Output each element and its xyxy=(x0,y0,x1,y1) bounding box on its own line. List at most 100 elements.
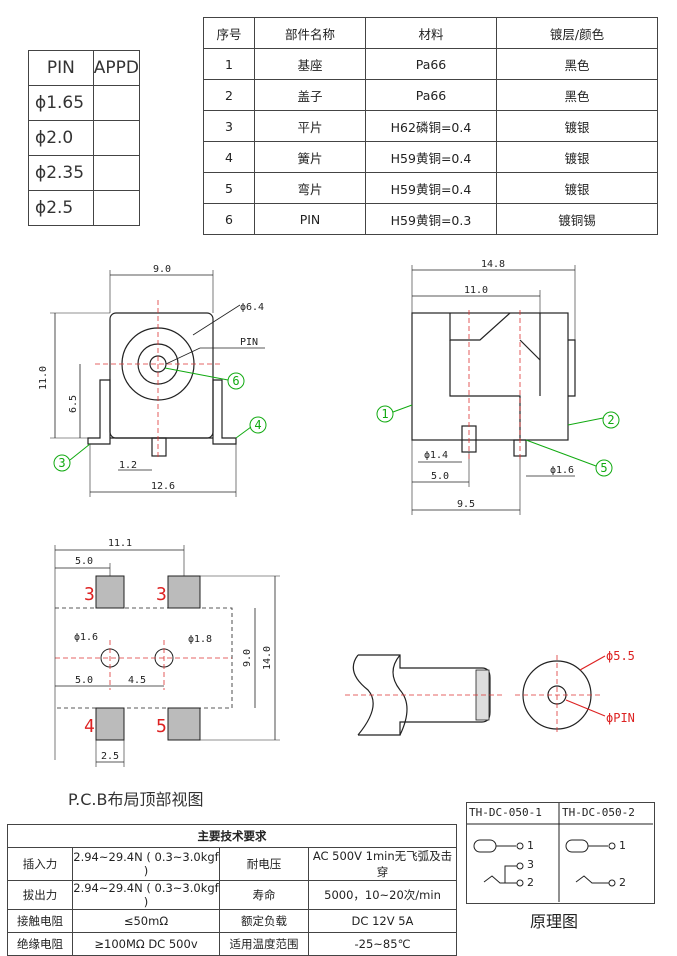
cell: 额定负载 xyxy=(219,909,309,933)
dim-side-a: 5.0 xyxy=(431,471,449,482)
dim-front-pin: 1.2 xyxy=(119,460,137,471)
callout-6 xyxy=(227,372,245,390)
pad-label-3b: 3 xyxy=(156,584,167,605)
schematic-pin-1a: 1 xyxy=(527,839,534,852)
schematic-model-2: TH-DC-050-2 xyxy=(562,806,635,819)
cell: 镀铜锡 xyxy=(496,203,658,235)
cell: Pa66 xyxy=(365,79,497,111)
dim-pcb-hole1: ϕ1.6 xyxy=(74,632,98,643)
schematic-pin-1b: 1 xyxy=(619,839,626,852)
pad-4 xyxy=(95,707,125,741)
header-cell: 序号 xyxy=(203,17,255,49)
callout-2-label: 2 xyxy=(607,413,614,427)
side-slot xyxy=(449,312,511,341)
cell: DC 12V 5A xyxy=(308,909,457,933)
dim-pcb-x1: 5.0 xyxy=(75,675,93,686)
cell: 拔出力 xyxy=(7,880,73,910)
dim-front-height: 11.0 xyxy=(38,366,49,390)
plug-view xyxy=(345,654,606,736)
cell: H59黄铜=0.4 xyxy=(365,141,497,173)
cell: 插入力 xyxy=(7,847,73,881)
cell: 2.94~29.4N ( 0.3~3.0kgf ) xyxy=(72,847,220,881)
schematic-pin-2b: 2 xyxy=(619,876,626,889)
dim-plug-pin: ϕPIN xyxy=(606,711,635,725)
right-terminal xyxy=(212,379,237,445)
cell: H59黄铜=0.4 xyxy=(365,172,497,204)
dim-pcb-h1: 9.0 xyxy=(242,649,253,667)
side-body xyxy=(411,312,569,441)
appd-header: APPD xyxy=(92,50,141,86)
spec-title: 主要技术要求 xyxy=(7,824,457,848)
side-view xyxy=(411,265,576,515)
pad-3a xyxy=(95,575,125,609)
cell: 平片 xyxy=(254,110,366,142)
dim-side-b: 9.5 xyxy=(457,499,475,510)
dim-front-span: 12.6 xyxy=(151,481,175,492)
dim-pcb-hole2: ϕ1.8 xyxy=(188,634,212,645)
schematic-pin-3: 3 xyxy=(527,858,534,871)
cell: 耐电压 xyxy=(219,847,309,881)
callout-3-label: 3 xyxy=(58,456,65,470)
cell: -25~85℃ xyxy=(308,932,457,956)
schematic-symbols xyxy=(466,802,653,902)
dim-front-diameter: ϕ6.4 xyxy=(240,302,264,313)
cell: 5000，10~20次/min xyxy=(308,880,457,910)
pcb-caption: P.C.B布局顶部视图 xyxy=(68,790,204,809)
callout-6-label: 6 xyxy=(232,374,239,388)
cell: 黑色 xyxy=(496,79,658,111)
cell: 簧片 xyxy=(254,141,366,173)
cell: 弯片 xyxy=(254,172,366,204)
cell: 盖子 xyxy=(254,79,366,111)
cell: 寿命 xyxy=(219,880,309,910)
dim-front-center: 6.5 xyxy=(68,395,79,413)
front-view xyxy=(50,270,265,497)
dim-side-total: 14.8 xyxy=(481,259,505,270)
callout-3 xyxy=(53,454,71,472)
pin-header: PIN xyxy=(28,50,94,86)
appd-cell xyxy=(92,85,141,121)
cell: ≥100MΩ DC 500v xyxy=(72,932,220,956)
callout-4-label: 4 xyxy=(254,418,261,432)
schematic-caption: 原理图 xyxy=(530,912,579,931)
cell: 适用温度范围 xyxy=(219,932,309,956)
header-cell: 材料 xyxy=(365,17,497,49)
pcb-view xyxy=(54,545,280,767)
pad-label-3a: 3 xyxy=(84,584,95,605)
cell: 6 xyxy=(203,203,255,235)
dim-side-hole1: ϕ1.4 xyxy=(424,450,448,461)
dim-plug-outer: ϕ5.5 xyxy=(606,649,635,663)
label-pin: PIN xyxy=(240,337,258,348)
table-row: ϕ2.0 xyxy=(28,120,141,156)
dim-front-width: 9.0 xyxy=(153,264,171,275)
pin-table: PIN APPD ϕ1.65 ϕ2.0 ϕ2.35 ϕ2.5 xyxy=(28,50,141,226)
cell: 绝缘电阻 xyxy=(7,932,73,956)
dim-side-hole2: ϕ1.6 xyxy=(550,465,574,476)
cell: ≤50mΩ xyxy=(72,909,220,933)
callout-2 xyxy=(602,411,620,429)
dim-pcb-h2: 14.0 xyxy=(262,646,273,670)
pad-5 xyxy=(167,707,201,741)
dim-pcb-pad: 2.5 xyxy=(101,751,119,762)
dim-pcb-top: 11.1 xyxy=(108,538,132,549)
callout-4 xyxy=(249,416,267,434)
table-row: ϕ2.5 xyxy=(28,190,141,226)
cell: 镀银 xyxy=(496,141,658,173)
cell: 2.94~29.4N ( 0.3~3.0kgf ) xyxy=(72,880,220,910)
pad-label-4: 4 xyxy=(84,716,95,737)
schematic-box xyxy=(466,802,655,904)
left-terminal xyxy=(87,379,111,445)
cell: 接触电阻 xyxy=(7,909,73,933)
table-row: PIN APPD xyxy=(28,50,141,86)
callout-1 xyxy=(376,405,394,423)
center-pin xyxy=(151,437,167,457)
